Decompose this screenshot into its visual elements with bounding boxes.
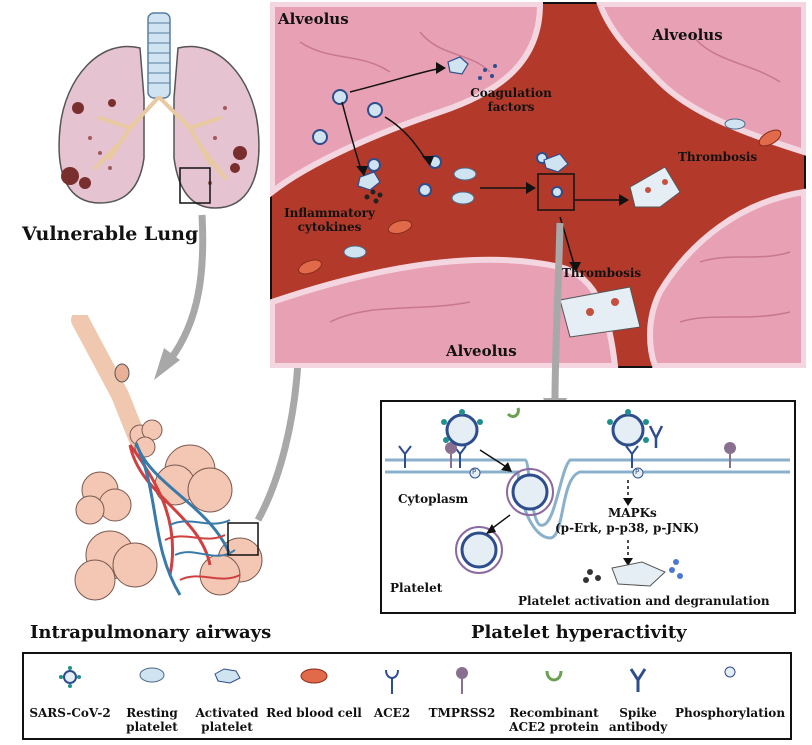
arrow-lung-to-airways (154, 214, 207, 380)
legend-item: Resting platelet (116, 654, 188, 738)
phosphorylation-icon (724, 666, 736, 678)
phospho-marker-2: P (635, 468, 640, 476)
legend-label: Phosphorylation (674, 706, 786, 720)
resting-platelet-icon (139, 667, 165, 683)
legend-item: Phosphorylation (670, 654, 790, 738)
legend-label: SARS-CoV-2 (29, 706, 111, 720)
legend-item: Activated platelet (188, 654, 266, 738)
legend-label: Spike antibody (608, 706, 668, 734)
ace2-icon (385, 669, 399, 694)
airway-zoom-box (227, 522, 259, 556)
sars-cov-2-icon (59, 666, 81, 688)
legend-label: Red blood cell (266, 706, 362, 720)
tmprss2-icon (456, 667, 468, 694)
red-blood-cell-icon (300, 668, 328, 684)
lung-illustration (58, 12, 260, 209)
activation-label: Platelet activation and degranulation (518, 594, 770, 608)
platelet-label: Platelet (390, 581, 443, 595)
legend-label: Activated platelet (195, 706, 259, 734)
lung-title: Vulnerable Lung (22, 223, 199, 245)
alveolus-label-3: Alveolus (446, 342, 517, 360)
coagulation-factors-label: Coagulation factors (470, 86, 552, 114)
legend-item: Red blood cell (266, 654, 362, 738)
alveolus-label-1: Alveolus (278, 10, 349, 28)
spike-antibody-icon (629, 668, 647, 692)
legend-label: Resting platelet (126, 706, 178, 734)
activated-platelet-icon (214, 668, 241, 684)
legend-item: SARS-CoV-2 (24, 654, 116, 738)
legend-item: Spike antibody (606, 654, 670, 738)
cytoplasm-label: Cytoplasm (398, 492, 469, 506)
mapks-detail-label: (p-Erk, p-p38, p-JNK) (555, 521, 700, 535)
thrombosis-label-2: Thrombosis (562, 266, 642, 280)
phospho-marker-1: P (472, 468, 477, 476)
legend-item: ACE2 (362, 654, 422, 738)
airways-illustration (71, 315, 263, 601)
platelet-panel (380, 400, 796, 614)
inflammatory-cytokines-label: Inflammatory cytokines (284, 206, 375, 234)
legend: SARS-CoV-2 Resting platelet Activated pl… (22, 652, 792, 740)
alveolus-zoom-box (537, 173, 575, 211)
hyperactivity-title: Platelet hyperactivity (471, 622, 687, 643)
airways-title: Intrapulmonary airways (30, 622, 272, 643)
legend-item: TMPRSS2 (422, 654, 502, 738)
legend-item: Recombinant ACE2 protein (502, 654, 606, 738)
legend-label: ACE2 (373, 706, 411, 720)
arrow-alveolus-to-platelet (543, 222, 567, 423)
recombinant-ace2-icon (545, 670, 563, 682)
alveolus-label-2: Alveolus (652, 26, 723, 44)
legend-label: TMPRSS2 (428, 706, 496, 720)
alveolus-panel (270, 2, 806, 368)
lung-zoom-box (179, 167, 211, 204)
mapks-label: MAPKs (608, 506, 657, 520)
thrombosis-label-1: Thrombosis (678, 150, 758, 164)
legend-label: Recombinant ACE2 protein (509, 706, 599, 734)
